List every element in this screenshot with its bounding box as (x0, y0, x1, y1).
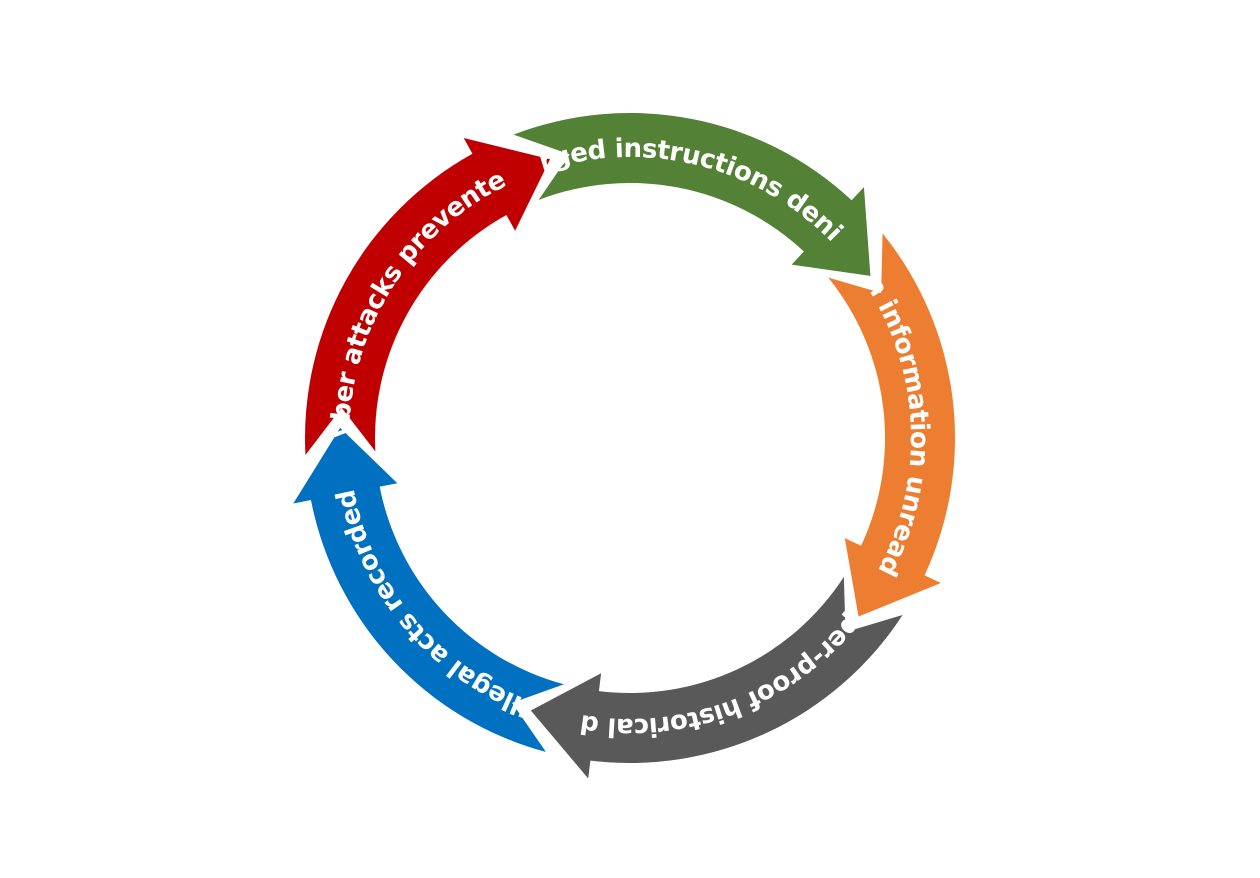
cycle-labels: Cyber attacks preventedForged instructio… (0, 0, 934, 742)
cycle-label-text-3: Stolen information unreadable (0, 0, 935, 581)
cycle-arrow-4 (530, 576, 903, 779)
cycle-arrow-3 (828, 233, 955, 617)
cycle-arrows (293, 113, 955, 779)
cycle-label-3: Stolen information unreadable (0, 0, 934, 581)
cycle-label-text-1: Cyber attacks prevented (0, 0, 511, 438)
cycle-arrow-1 (305, 138, 551, 456)
cycle-arrow-2 (513, 113, 871, 276)
cycle-arrow-5 (293, 427, 564, 752)
cycle-label-1: Cyber attacks prevented (0, 0, 510, 438)
